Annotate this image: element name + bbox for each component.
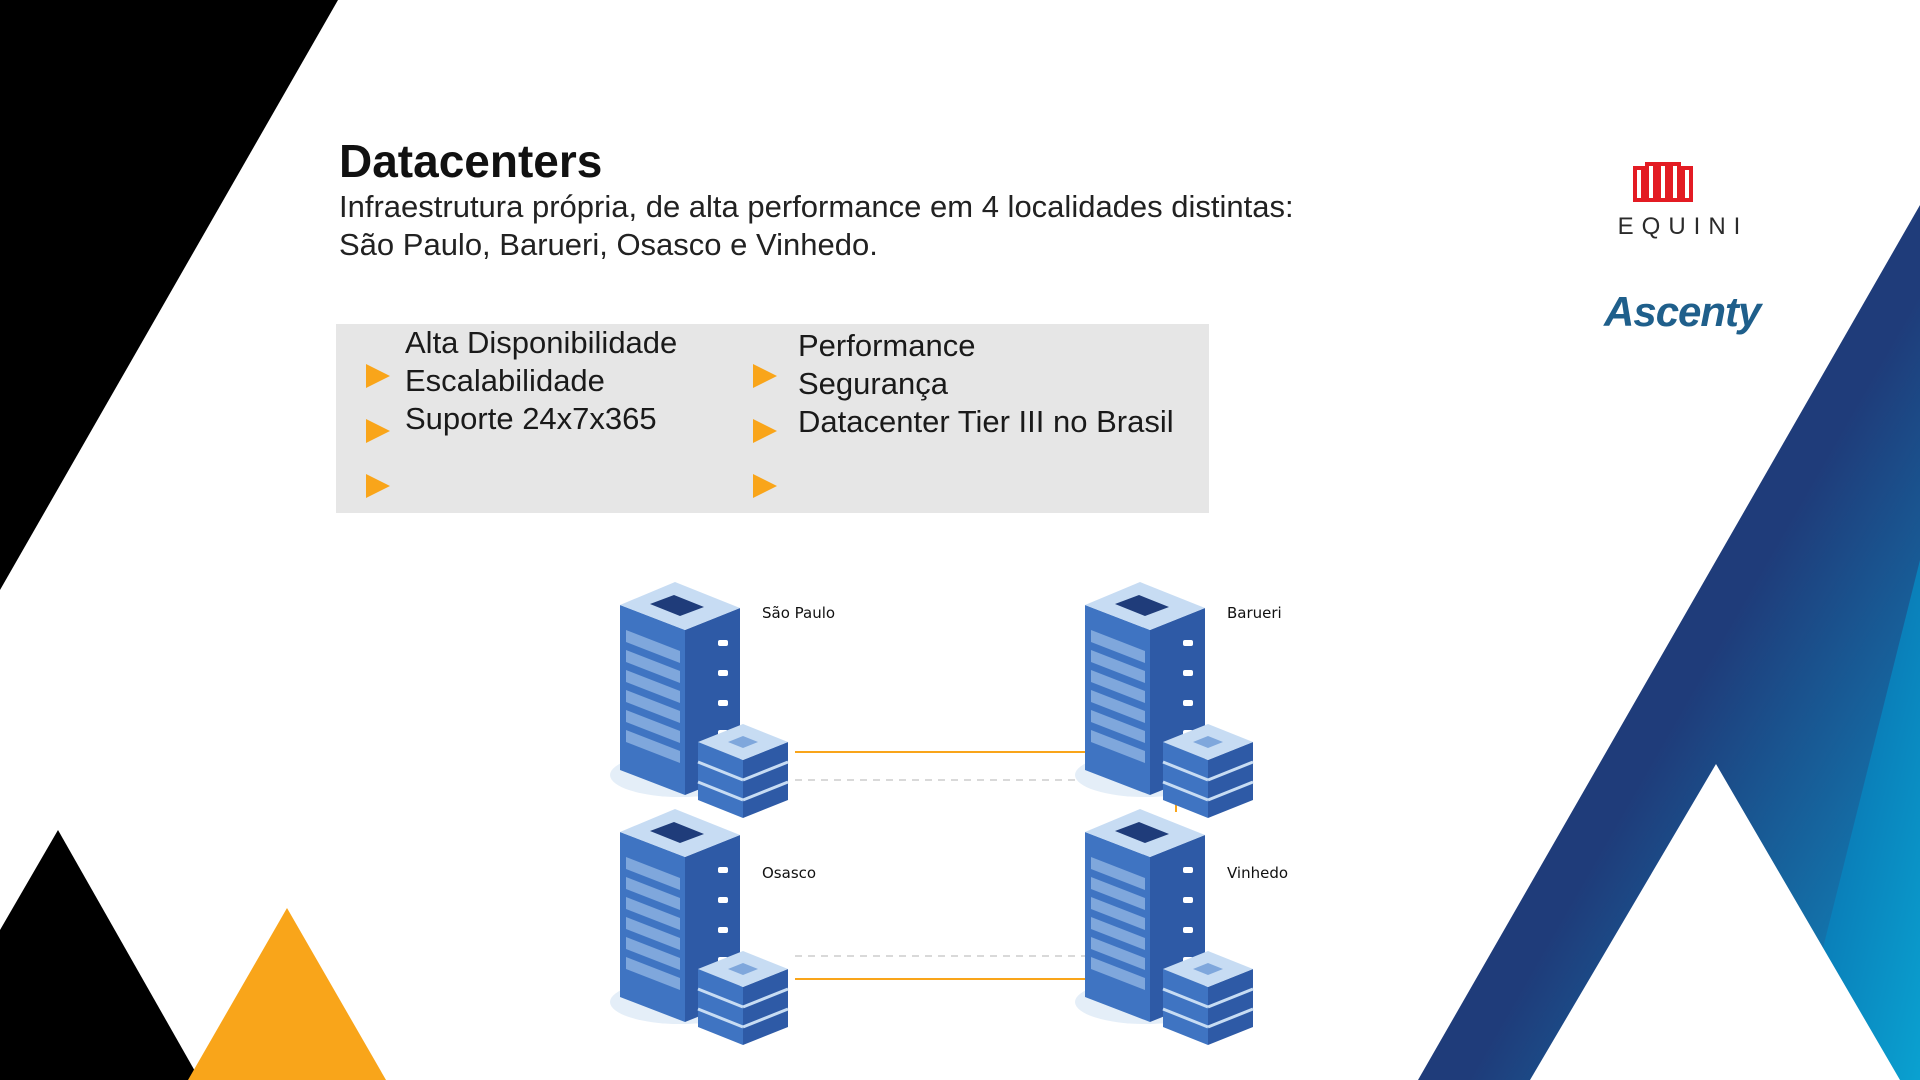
orange-triangle-shape [188, 908, 386, 1080]
bullet-triangle-icon [366, 364, 390, 388]
page-subtitle: Infraestrutura própria, de alta performa… [339, 188, 1389, 264]
subtitle-line-2: São Paulo, Barueri, Osasco e Vinhedo. [339, 227, 878, 262]
location-label-vinhedo: Vinhedo [1227, 864, 1289, 882]
white-triangle-cutout [1530, 764, 1900, 1080]
bullet-triangle-icon [366, 474, 390, 498]
bullet-triangle-icon [366, 419, 390, 443]
ascenty-logo: Ascenty [1604, 288, 1761, 335]
black-triangle-shape [0, 830, 200, 1080]
feature-performance: Performance [798, 328, 976, 363]
bullet-triangle-icon [753, 419, 777, 443]
location-label-barueri: Barueri [1227, 604, 1282, 622]
server-rack-icon [610, 807, 790, 1047]
feature-seguranca: Segurança [798, 366, 948, 401]
equinix-logo: EQUINI [1598, 160, 1768, 242]
datacenter-diagram: São Paulo Barueri Osasco Vinhedo [610, 570, 1310, 1060]
equinix-logo-icon [1633, 162, 1693, 202]
subtitle-line-1: Infraestrutura própria, de alta performa… [339, 189, 1294, 224]
feature-suporte: Suporte 24x7x365 [405, 401, 657, 436]
location-label-sao-paulo: São Paulo [762, 604, 836, 622]
server-rack-icon [1073, 807, 1255, 1047]
navy-diagonal-shape [1418, 205, 1920, 1080]
feature-alta-disponibilidade: Alta Disponibilidade [405, 325, 678, 360]
equinix-logo-text: EQUINI [1617, 213, 1749, 240]
bullet-triangle-icon [753, 474, 777, 498]
page-title: Datacenters [339, 135, 603, 187]
feature-tier-iii: Datacenter Tier III no Brasil [798, 404, 1174, 439]
location-label-osasco: Osasco [762, 864, 817, 882]
features-panel: Alta Disponibilidade Escalabilidade Supo… [336, 324, 1209, 513]
feature-escalabilidade: Escalabilidade [405, 363, 605, 398]
bullet-triangle-icon [753, 364, 777, 388]
black-diagonal-shape [0, 0, 338, 590]
